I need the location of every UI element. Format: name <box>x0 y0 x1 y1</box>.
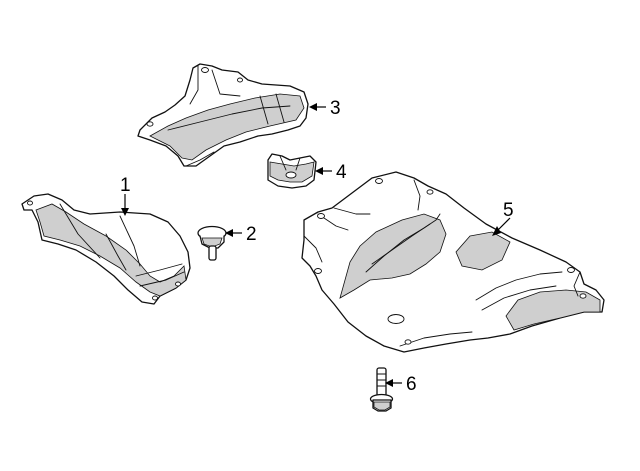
part-3-heat-shield[interactable] <box>137 63 309 167</box>
part-4-clip[interactable] <box>267 153 317 189</box>
arrow-5 <box>492 226 501 236</box>
arrow-3 <box>309 103 317 111</box>
callout-4: 4 <box>336 162 347 183</box>
part-1-heat-shield[interactable] <box>21 193 191 305</box>
callout-6: 6 <box>406 374 417 395</box>
callout-1: 1 <box>120 175 131 196</box>
part-6-flange-bolt[interactable] <box>369 367 394 412</box>
callout-3: 3 <box>330 98 341 119</box>
arrow-2 <box>225 229 233 237</box>
part-2-push-pin[interactable] <box>197 225 227 261</box>
arrow-6 <box>385 379 393 387</box>
arrow-4 <box>315 167 323 175</box>
arrow-1 <box>121 208 129 216</box>
callout-2: 2 <box>246 224 257 245</box>
part-5-underbody-shield[interactable] <box>301 171 605 353</box>
callout-5: 5 <box>503 200 514 221</box>
